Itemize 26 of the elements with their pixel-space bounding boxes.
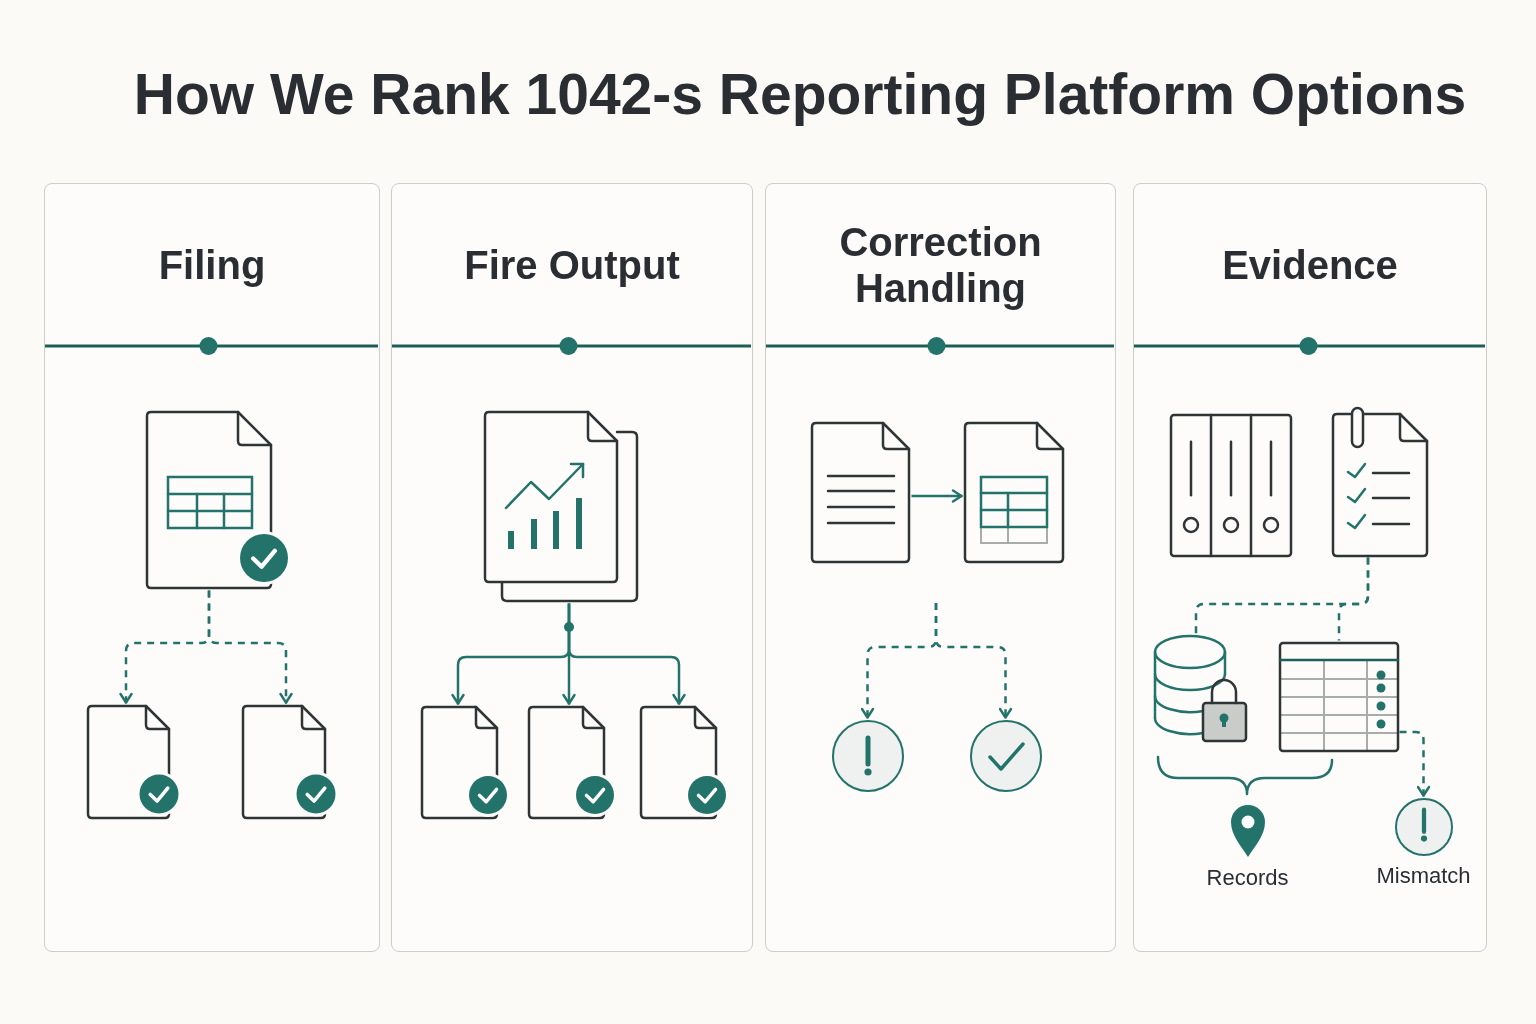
panel-heading: Fire Output <box>463 242 681 288</box>
panel-heading: Correction Handling <box>838 219 1043 311</box>
icon-caption: Records <box>1206 864 1289 891</box>
panel-heading: Filing <box>158 242 266 288</box>
dashed-arrow <box>207 590 293 704</box>
chart-report-icon <box>482 409 640 604</box>
panel-card <box>1133 183 1487 952</box>
dashed-connector <box>1337 557 1370 641</box>
exclamation-circle-icon <box>830 718 905 793</box>
checklist-icon <box>1330 404 1430 558</box>
panel-card <box>765 183 1116 952</box>
check-circle-icon <box>968 718 1043 793</box>
dashed-arrow <box>934 603 1013 719</box>
dashed-arrow <box>1399 730 1431 797</box>
panel-heading: Evidence <box>1221 242 1399 288</box>
binders-icon <box>1168 412 1293 558</box>
spreadsheet-icon <box>1277 640 1400 753</box>
arrow <box>567 603 686 705</box>
panel-card <box>391 183 753 952</box>
text-document-icon <box>809 420 912 564</box>
panel-card <box>44 183 380 952</box>
icon-caption: Mismatch <box>1376 862 1471 889</box>
arrow <box>911 489 963 503</box>
diagram-title: How We Rank 1042-s Reporting Platform Options <box>133 62 1467 126</box>
table-document-icon <box>962 420 1065 564</box>
locked-database-icon <box>1151 633 1249 743</box>
